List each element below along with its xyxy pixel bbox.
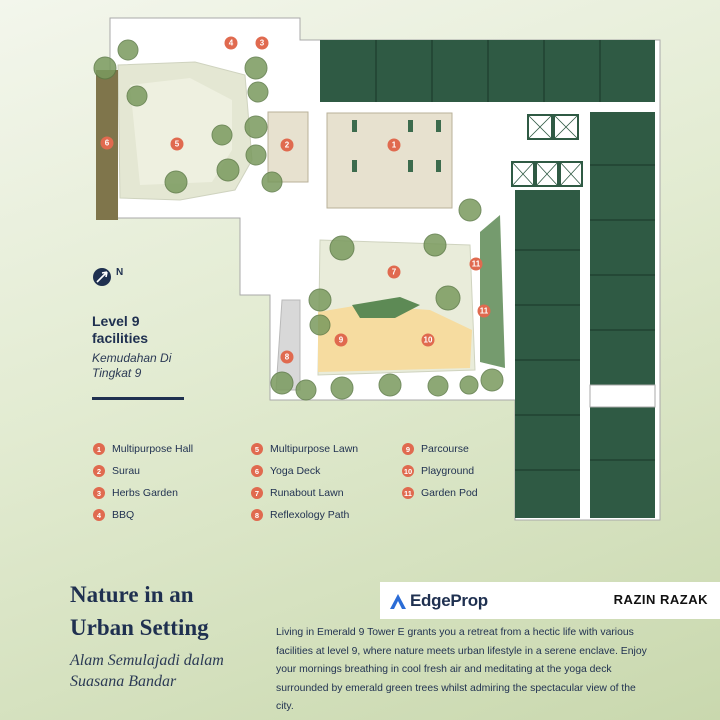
multipurpose-hall-area — [326, 112, 453, 209]
legend-label: BBQ — [112, 509, 135, 521]
map-marker-4: 4 — [224, 36, 238, 50]
legend-number: 9 — [402, 443, 414, 455]
map-marker-6: 6 — [100, 136, 114, 150]
edgeprop-logo-icon — [388, 591, 408, 611]
garden-pod-area — [480, 215, 505, 368]
map-marker-3-label: 3 — [260, 39, 265, 48]
map-marker-8-label: 8 — [285, 353, 290, 362]
legend-item: 9 Parcourse — [402, 438, 478, 460]
legend-label: Playground — [421, 465, 475, 477]
map-marker-7-label: 7 — [392, 268, 397, 277]
legend-label: Parcourse — [421, 443, 469, 455]
map-marker-4-label: 4 — [229, 39, 234, 48]
hall-columns — [352, 120, 441, 172]
level-title-block: Level 9 facilities Kemudahan Di Tingkat … — [92, 313, 172, 381]
watermark-bar — [380, 582, 720, 619]
headline: Nature in an Urban Setting — [70, 578, 209, 644]
trees — [93, 39, 504, 401]
map-marker-8: 8 — [280, 350, 294, 364]
map-marker-3: 3 — [255, 36, 269, 50]
map-marker-1: 1 — [387, 138, 401, 152]
map-marker-11a-label: 11 — [472, 260, 481, 269]
legend-item: 8 Reflexology Path — [251, 504, 358, 526]
legend-number: 5 — [251, 443, 263, 455]
map-marker-2-label: 2 — [285, 141, 290, 150]
legend-number: 8 — [251, 509, 263, 521]
map-marker-6-label: 6 — [105, 139, 110, 148]
legend-label: Runabout Lawn — [270, 487, 344, 499]
legend-item: 11 Garden Pod — [402, 482, 478, 504]
map-marker-9-label: 9 — [339, 336, 344, 345]
headline-malay-line-1: Alam Semulajadi dalam — [70, 652, 224, 669]
legend-number: 1 — [93, 443, 105, 455]
legend-item: 10 Playground — [402, 460, 478, 482]
legend-number: 7 — [251, 487, 263, 499]
legend-number: 2 — [93, 465, 105, 477]
map-marker-10: 10 — [421, 333, 435, 347]
legend-item: 7 Runabout Lawn — [251, 482, 358, 504]
legend-label: Multipurpose Hall — [112, 443, 194, 455]
tower-top — [320, 40, 655, 102]
edgeprop-wordmark: EdgeProp — [410, 591, 488, 610]
legend-number: 10 — [402, 465, 414, 477]
legend-label: Reflexology Path — [270, 509, 350, 521]
legend-label: Herbs Garden — [112, 487, 178, 499]
legend-column-3: 9 Parcourse 10 Playground 11 Garden Pod — [402, 438, 478, 504]
legend-number: 6 — [251, 465, 263, 477]
map-marker-7: 7 — [387, 265, 401, 279]
headline-line-1: Nature in an — [70, 582, 194, 607]
lift-cores — [511, 114, 583, 187]
legend-label: Garden Pod — [421, 487, 478, 499]
map-marker-10-label: 10 — [424, 336, 433, 345]
runabout-lawn-area — [317, 239, 476, 376]
headline-malay-line-2: Suasana Bandar — [70, 673, 177, 690]
legend-number: 11 — [402, 487, 414, 499]
map-marker-9: 9 — [334, 333, 348, 347]
legend-column-2: 5 Multipurpose Lawn 6 Yoga Deck 7 Runabout … — [251, 438, 358, 526]
level-subtitle: Kemudahan Di Tingkat 9 — [92, 351, 172, 380]
legend-number: 4 — [93, 509, 105, 521]
headline-malay: Alam Semulajadi dalam Suasana Bandar — [70, 650, 224, 692]
photo-credit: RAZIN RAZAK — [613, 592, 708, 607]
map-marker-11b-label: 11 — [480, 307, 489, 316]
north-arrow: N — [92, 265, 132, 294]
legend-item: 4 BBQ — [93, 504, 193, 526]
level-title: Level 9 facilities — [92, 313, 149, 346]
map-marker-11a: 11 — [469, 257, 483, 271]
map-marker-5-label: 5 — [175, 140, 180, 149]
legend-label: Multipurpose Lawn — [270, 443, 359, 455]
legend-number: 3 — [93, 487, 105, 499]
legend-item: 2 Surau — [93, 460, 193, 482]
headline-line-2: Urban Setting — [70, 615, 209, 640]
edgeprop-logo: EdgeProp — [388, 590, 488, 612]
legend-item: 6 Yoga Deck — [251, 460, 358, 482]
map-marker-11b: 11 — [477, 304, 491, 318]
legend-label: Surau — [112, 465, 141, 477]
body-paragraph: Living in Emerald 9 Tower E grants you a… — [276, 627, 647, 712]
tower-right — [515, 112, 656, 518]
map-marker-1-label: 1 — [392, 141, 397, 150]
legend-item: 3 Herbs Garden — [93, 482, 193, 504]
map-marker-5: 5 — [170, 137, 184, 151]
legend-item: 1 Multipurpose Hall — [93, 438, 193, 460]
title-divider — [92, 397, 184, 400]
north-label: N — [116, 267, 123, 278]
map-marker-2: 2 — [280, 138, 294, 152]
legend-item: 5 Multipurpose Lawn — [251, 438, 358, 460]
legend-label: Yoga Deck — [270, 465, 321, 477]
